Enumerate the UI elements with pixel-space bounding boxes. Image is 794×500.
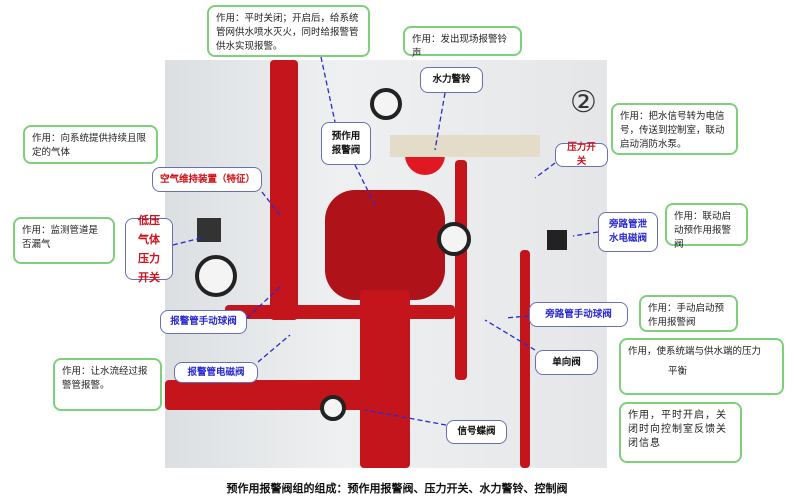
label-low-pressure-switch: 低压气体压力开关 <box>125 214 173 284</box>
main-pipe <box>360 290 410 468</box>
label-pressure-switch: 压力开关 <box>555 142 608 167</box>
leader-line <box>257 334 291 363</box>
check-valve-note-line1: 作用，使系统端与供水端的压力 <box>628 346 762 357</box>
valve-assembly-photo: ② <box>165 60 607 468</box>
leader-line <box>484 319 536 351</box>
bypass-pipe <box>455 160 467 380</box>
check-valve-function-note: 作用，使系统端与供水端的压力 平衡 <box>619 338 784 395</box>
caption: 预作用报警阀组的组成：预作用报警阀、压力开关、水力警铃、控制阀 <box>226 482 568 495</box>
pressure-gauge <box>437 222 471 256</box>
alarm-valve-function-note: 作用：平时关闭；开启后，给系统管网供水喷水灭火，同时给报警管供水实现报警。 <box>207 5 370 57</box>
valve-body <box>325 190 445 300</box>
leak-monitor-function-note: 作用：监测管道是否漏气 <box>13 217 115 264</box>
butterfly-valve-function-note: 作用，平时开启，关闭时向控制室反馈关闭信息 <box>619 402 742 463</box>
bypass-solenoid-function-note: 作用：联动启动预作用报警阀 <box>665 203 748 250</box>
leader-line <box>246 284 283 319</box>
photo-number: ② <box>570 85 597 120</box>
leader-line <box>261 191 281 216</box>
label-water-bell: 水力警铃 <box>420 67 483 93</box>
air-function-note: 作用：向系统提供持续且限定的气体 <box>23 125 158 164</box>
bell-function-note: 作用：发出现场报警铃声 <box>403 26 522 59</box>
label-air-maintenance-device: 空气维持装置（特征） <box>152 167 262 192</box>
label-alarm-ball-valve: 报警管手动球阀 <box>160 310 247 334</box>
bypass-solenoid <box>547 230 567 250</box>
leader-line <box>534 162 556 179</box>
leader-line <box>504 315 530 319</box>
leader-line <box>364 409 447 426</box>
label-check-valve: 单向阀 <box>535 350 598 375</box>
label-alarm-valve: 预作用报警阀 <box>321 122 371 165</box>
label-signal-butterfly-valve: 信号蝶阀 <box>446 420 507 444</box>
bypass-ball-valve-function-note: 作用：手动启动预作用报警阀 <box>639 295 738 332</box>
pressure-gauge <box>195 255 237 297</box>
alarm-pipe-function-note: 作用：让水流经过报警管报警。 <box>53 358 162 411</box>
check-valve-note-line2: 平衡 <box>668 366 688 377</box>
leader-line <box>172 236 206 246</box>
leader-line <box>434 92 446 151</box>
alarm-pipe <box>225 305 455 319</box>
label-alarm-solenoid: 报警管电磁阀 <box>174 362 258 383</box>
pressure-switch-function-note: 作用：把水信号转为电信号，传送到控制室，联动启动消防水泵。 <box>611 103 738 155</box>
label-bypass-ball-valve: 旁路管手动球阀 <box>529 302 628 327</box>
riser-pipe <box>270 60 298 320</box>
leader-line <box>572 231 599 237</box>
label-bypass-solenoid: 旁路管泄水电磁阀 <box>598 212 658 252</box>
side-pipe <box>520 250 530 468</box>
leader-line <box>320 56 336 123</box>
junction-boxes <box>390 135 540 157</box>
leader-line <box>354 164 376 206</box>
pressure-gauge <box>370 88 402 120</box>
pressure-gauge <box>320 395 346 421</box>
